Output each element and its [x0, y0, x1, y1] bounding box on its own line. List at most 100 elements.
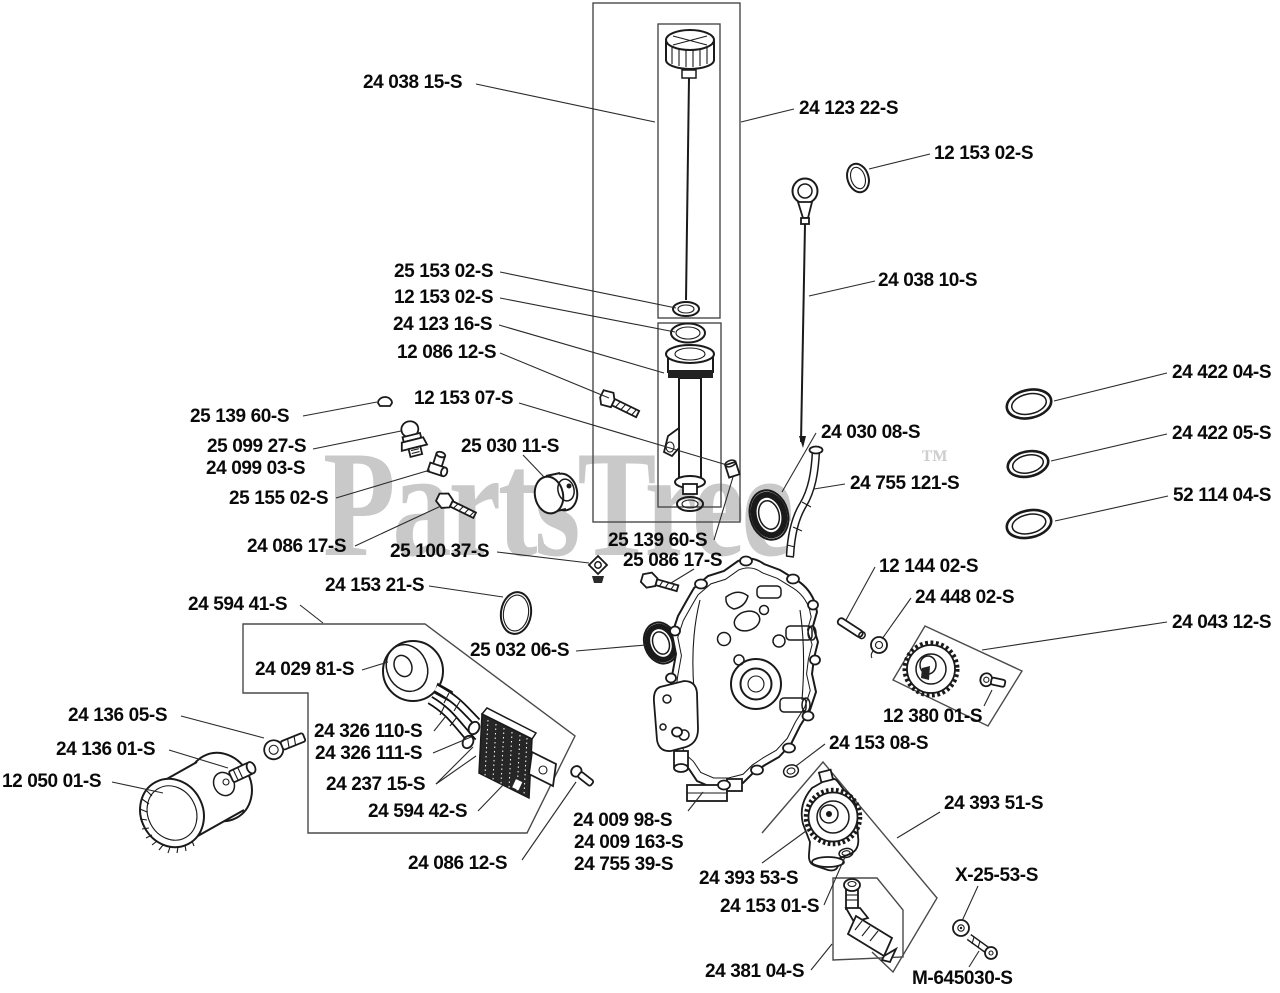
part-label-24-326-110-S: 24 326 110-S	[314, 721, 423, 742]
part-label-24-043-12-S: 24 043 12-S	[1172, 612, 1272, 633]
o-ring-52-114-04	[1005, 508, 1053, 540]
leader-lines	[111, 83, 1169, 971]
leader-line-24-153-08-S	[795, 743, 826, 767]
leader-line-25-100-37-S	[496, 551, 590, 564]
cover-small-o-ring	[782, 764, 800, 778]
leader-line-25-139-60-S	[713, 476, 734, 541]
dipstick-tube	[785, 445, 824, 558]
leader-line-24-043-12-S	[981, 621, 1168, 651]
hex-bolt	[434, 492, 478, 520]
part-label-24-422-05-S: 24 422 05-S	[1172, 423, 1272, 444]
leader-line-24-029-81-S	[361, 661, 389, 671]
leader-line-24-030-08-S	[781, 432, 817, 493]
leader-line-24-153-01-S	[823, 856, 846, 906]
part-label-25-100-37-S: 25 100 37-S	[390, 541, 490, 562]
leader-line-12-153-02-S	[499, 297, 676, 333]
kit-box-governor-gear	[892, 625, 1024, 727]
part-label-25-155-02-S: 25 155 02-S	[229, 488, 329, 509]
leader-line-12-153-02-S	[868, 153, 931, 170]
bushing	[533, 472, 579, 515]
kit-box-oil-fill-dipstick	[657, 23, 721, 319]
dipstick-o-ring	[846, 162, 870, 194]
part-label-12-153-02-S: 12 153 02-S	[394, 287, 494, 308]
kit-box-oil-cooler	[242, 623, 576, 834]
kit-box-oil-pump	[761, 760, 938, 974]
leader-line-24-393-51-S	[896, 811, 941, 839]
leader-line-24-448-02-S	[881, 597, 912, 640]
part-label-12-050-01-S: 12 050 01-S	[2, 771, 102, 792]
part-label-24-755-39-S: 24 755 39-S	[574, 854, 674, 875]
governor-gear	[902, 640, 960, 698]
part-label-25-099-27-S: 25 099 27-S	[207, 436, 307, 457]
kit-box-dipstick-tube-assembly	[592, 2, 741, 523]
oil-pickup	[843, 878, 899, 964]
part-label-24-448-02-S: 24 448 02-S	[915, 587, 1015, 608]
fill-tube-bolt	[599, 389, 641, 419]
grommet	[870, 636, 888, 659]
part-label-24-029-81-S: 24 029 81-S	[255, 659, 355, 680]
washer	[952, 919, 970, 937]
part-label-24-153-01-S: 24 153 01-S	[720, 896, 820, 917]
closure-plate	[652, 555, 821, 802]
leader-line-25-155-02-S	[335, 469, 431, 499]
part-label-25-030-11-S: 25 030 11-S	[461, 436, 560, 457]
oil-pump	[800, 768, 863, 872]
filter-screw	[263, 732, 307, 761]
leader-line-52-114-04-S	[1054, 495, 1169, 522]
cap-plug	[377, 396, 393, 407]
leader-line-24-422-05-S	[1050, 433, 1168, 462]
part-label-24-009-163-S: 24 009 163-S	[574, 832, 684, 853]
leader-line-24-381-04-S	[810, 943, 833, 971]
leader-line-25-139-60-S	[302, 401, 378, 417]
leader-line-25-099-27-S	[312, 430, 402, 450]
oil-pressure-sender	[400, 420, 429, 459]
kit-box-oil-pickup	[832, 877, 904, 961]
part-label-25-139-60-S: 25 139 60-S	[190, 406, 290, 427]
gear-screw	[979, 672, 1007, 688]
part-label-24-755-121-S: 24 755 121-S	[850, 473, 960, 494]
leader-line-24-123-16-S	[498, 324, 665, 374]
part-label-24-136-01-S: 24 136 01-S	[56, 739, 156, 760]
watermark-trademark-icon: ™	[921, 444, 948, 474]
part-label-12-153-07-S: 12 153 07-S	[414, 388, 514, 409]
leader-line-24-393-53-S	[761, 830, 807, 864]
part-label-24-153-21-S: 24 153 21-S	[325, 575, 425, 596]
part-label-12-380-01-S: 12 380 01-S	[883, 706, 983, 727]
part-label-X-25-53-S: X-25-53-S	[955, 865, 1038, 886]
part-label-24-594-42-S: 24 594 42-S	[368, 801, 468, 822]
mount-bolt	[966, 933, 998, 960]
leader-line-24-237-15-S	[435, 746, 474, 785]
filter-nipple	[228, 761, 257, 783]
o-ring-24-422-05	[1006, 449, 1050, 479]
leader-line-M-645030-S	[968, 950, 980, 968]
leader-line-24-038-10-S	[808, 280, 876, 297]
part-label-24-009-98-S: 24 009 98-S	[573, 810, 673, 831]
leader-line-12-050-01-S	[111, 781, 164, 794]
part-label-24-422-04-S: 24 422 04-S	[1172, 362, 1272, 383]
part-label-24-393-51-S: 24 393 51-S	[944, 793, 1044, 814]
leader-line-24-136-01-S	[168, 749, 229, 769]
diamond-nut	[587, 554, 609, 583]
oil-fill-cap-dipstick	[665, 29, 715, 317]
part-label-25-153-02-S: 25 153 02-S	[394, 261, 494, 282]
leader-line-24-594-42-S	[477, 783, 505, 812]
part-label-24-136-05-S: 24 136 05-S	[68, 705, 168, 726]
part-label-52-114-04-S: 52 114 04-S	[1173, 485, 1272, 506]
cover-o-ring	[499, 591, 533, 635]
pump-o-ring	[838, 847, 854, 859]
leader-line-24-153-21-S	[428, 585, 504, 598]
part-label-24-030-08-S: 24 030 08-S	[821, 422, 921, 443]
leader-line-12-153-07-S	[518, 402, 728, 466]
leader-line-24-755-121-S	[813, 483, 846, 490]
leader-line-25-153-02-S	[499, 271, 677, 309]
cooler-bolt	[570, 765, 595, 787]
leader-line-24-326-110-S	[433, 715, 447, 732]
leader-line-24-422-04-S	[1053, 372, 1168, 402]
part-label-12-153-02-S: 12 153 02-S	[934, 143, 1034, 164]
part-label-24-123-22-S: 24 123 22-S	[799, 98, 899, 119]
leader-line-24-237-15-S	[435, 755, 477, 785]
dowel-pin	[836, 617, 866, 640]
